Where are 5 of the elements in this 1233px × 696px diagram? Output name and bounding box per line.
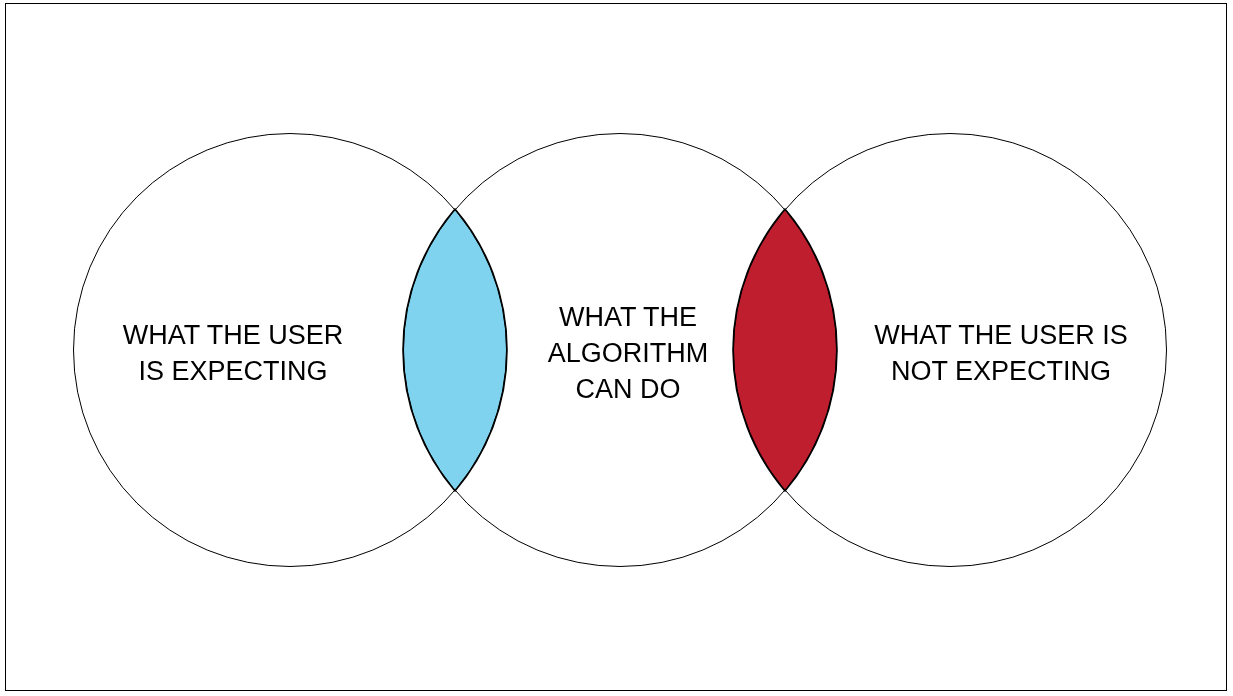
- circle-label: WHAT THE USER IS EXPECTING: [121, 319, 345, 388]
- overlap-lens: [732, 208, 838, 492]
- overlap-lens: [402, 208, 508, 492]
- circle-label: WHAT THE USER IS NOT EXPECTING: [873, 319, 1129, 388]
- circle-label: WHAT THE ALGORITHM CAN DO: [546, 301, 710, 406]
